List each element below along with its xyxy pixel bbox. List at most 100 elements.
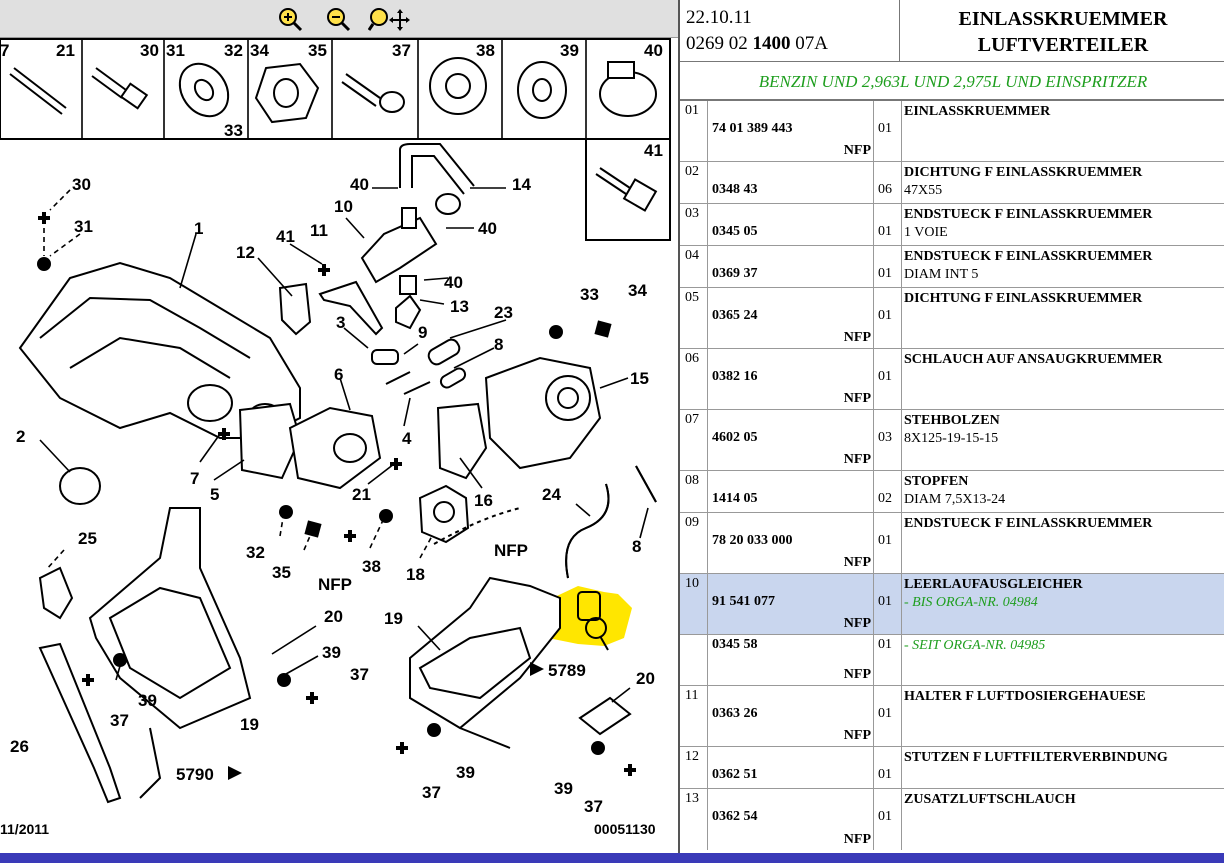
part-quantity: 01: [874, 513, 902, 573]
part-quantity: 01: [874, 288, 902, 348]
callout-label: 24: [542, 485, 561, 504]
nfp-flag: NFP: [843, 143, 871, 158]
callout-label: 39: [456, 763, 475, 782]
sensor-18[interactable]: [418, 484, 521, 545]
callout-label: 20: [636, 669, 655, 688]
zoom-out-icon[interactable]: [324, 6, 352, 32]
zoom-move-icon[interactable]: [367, 6, 410, 32]
callout-label: 12: [236, 243, 255, 262]
callout-label: 9: [418, 323, 427, 342]
part-name: EINLASSKRUEMMER: [904, 104, 1051, 119]
callout-label: 25: [78, 529, 97, 548]
callout-label: 2: [16, 427, 25, 446]
part-quantity: 01: [874, 204, 902, 245]
nfp-flag: NFP: [843, 667, 871, 682]
part-reference: 0362 51: [712, 767, 758, 782]
exploded-diagram-pane[interactable]: 7 21 30 31 32 34 35 37 38 39 40 33 41: [0, 0, 678, 863]
callout-label: 20: [324, 607, 343, 626]
window-bottom-bar: [0, 853, 1224, 863]
document-info: 22.10.11 0269 02 1400 07A: [680, 0, 900, 62]
callout-label: 8: [494, 335, 503, 354]
part-reference: 0382 16: [712, 369, 758, 384]
callout-label: 3: [336, 313, 345, 332]
part-reference: 0365 24: [712, 308, 758, 323]
callout-label: 5: [210, 485, 219, 504]
ref-5789[interactable]: 5789: [530, 661, 586, 680]
part-name: ZUSATZLUFTSCHLAUCH: [904, 792, 1076, 807]
document-date: 22.10.11: [686, 7, 752, 28]
callout-label: 7: [190, 469, 199, 488]
callout-label: 41: [644, 141, 663, 160]
zoom-in-icon[interactable]: [276, 6, 304, 32]
part-quantity: 01: [874, 574, 902, 634]
part-reference: 0362 54: [712, 809, 758, 824]
part-reference: 0369 37: [712, 266, 758, 281]
idle-air-valve[interactable]: [278, 143, 475, 336]
callout-label: 6: [334, 365, 343, 384]
table-row[interactable]: 02 0348 43 06 DICHTUNG F EINLASSKRUEMMER…: [680, 162, 1224, 204]
callout-label: 40: [444, 273, 463, 292]
callout-label: 39: [560, 41, 579, 60]
part-name: ENDSTUECK F EINLASSKRUEMMER: [904, 207, 1153, 222]
callout-label: 21: [352, 485, 371, 504]
callout-label: 39: [138, 691, 157, 710]
parts-diagram[interactable]: 7 21 30 31 32 34 35 37 38 39 40 33 41: [0, 38, 678, 850]
callout-label: 40: [350, 175, 369, 194]
callout-label: 7: [0, 41, 9, 60]
callout-label: 13: [450, 297, 469, 316]
callout-label: 34: [628, 281, 647, 300]
leader-lines: [39, 187, 649, 703]
hose-24[interactable]: [565, 465, 657, 579]
callout-label: 33: [580, 285, 599, 304]
callout-label: 35: [308, 41, 327, 60]
part-name: HALTER F LUFTDOSIERGEHAUESE: [904, 689, 1146, 704]
throttle-assembly[interactable]: [238, 337, 602, 490]
callout-label: 31: [74, 217, 93, 236]
callout-label: 37: [110, 711, 129, 730]
part-reference: 74 01 389 443: [712, 121, 793, 136]
diagram-number: 00051130: [594, 821, 656, 837]
callout-label: 37: [350, 665, 369, 684]
ref-5790[interactable]: 5790: [176, 765, 242, 784]
highlighted-part-10[interactable]: [544, 586, 632, 651]
callout-label: 18: [406, 565, 425, 584]
nfp-flag: NFP: [843, 330, 871, 345]
callout-label: 38: [476, 41, 495, 60]
callout-label: 21: [56, 41, 75, 60]
table-row[interactable]: 12 0362 51 01 STUTZEN F LUFTFILTERVERBIN…: [680, 747, 1224, 789]
table-row[interactable]: 03 0345 05 01 ENDSTUECK F EINLASSKRUEMME…: [680, 204, 1224, 246]
validity-note: - SEIT ORGA-NR. 04985: [904, 638, 1046, 653]
title-line-2: LUFTVERTEILER: [977, 34, 1149, 56]
table-row[interactable]: 04 0369 37 01 ENDSTUECK F EINLASSKRUEMME…: [680, 246, 1224, 288]
bracket-left[interactable]: [38, 507, 252, 804]
part-name: ENDSTUECK F EINLASSKRUEMMER: [904, 516, 1153, 531]
callout-label: NFP: [494, 541, 528, 560]
nfp-flag: NFP: [843, 452, 871, 467]
callout-label: 41: [276, 227, 295, 246]
nfp-flag: NFP: [843, 728, 871, 743]
part-name: STUTZEN F LUFTFILTERVERBINDUNG: [904, 750, 1168, 765]
callout-label: 10: [334, 197, 353, 216]
diagram-date: 11/2011: [0, 821, 49, 837]
part-name: LEERLAUFAUSGLEICHER: [904, 577, 1083, 592]
callout-label: 15: [630, 369, 649, 388]
callout-label: 35: [272, 563, 291, 582]
part-reference: 78 20 033 000: [712, 533, 793, 548]
callout-label: 19: [384, 609, 403, 628]
part-quantity: 01: [874, 246, 902, 287]
variant-subtitle: BENZIN UND 2,963L UND 2,975L UND EINSPRI…: [680, 62, 1224, 101]
callout-label: 5789: [548, 661, 586, 680]
nfp-flag: NFP: [843, 555, 871, 570]
callout-label: NFP: [318, 575, 352, 594]
bracket-right[interactable]: [409, 576, 632, 749]
